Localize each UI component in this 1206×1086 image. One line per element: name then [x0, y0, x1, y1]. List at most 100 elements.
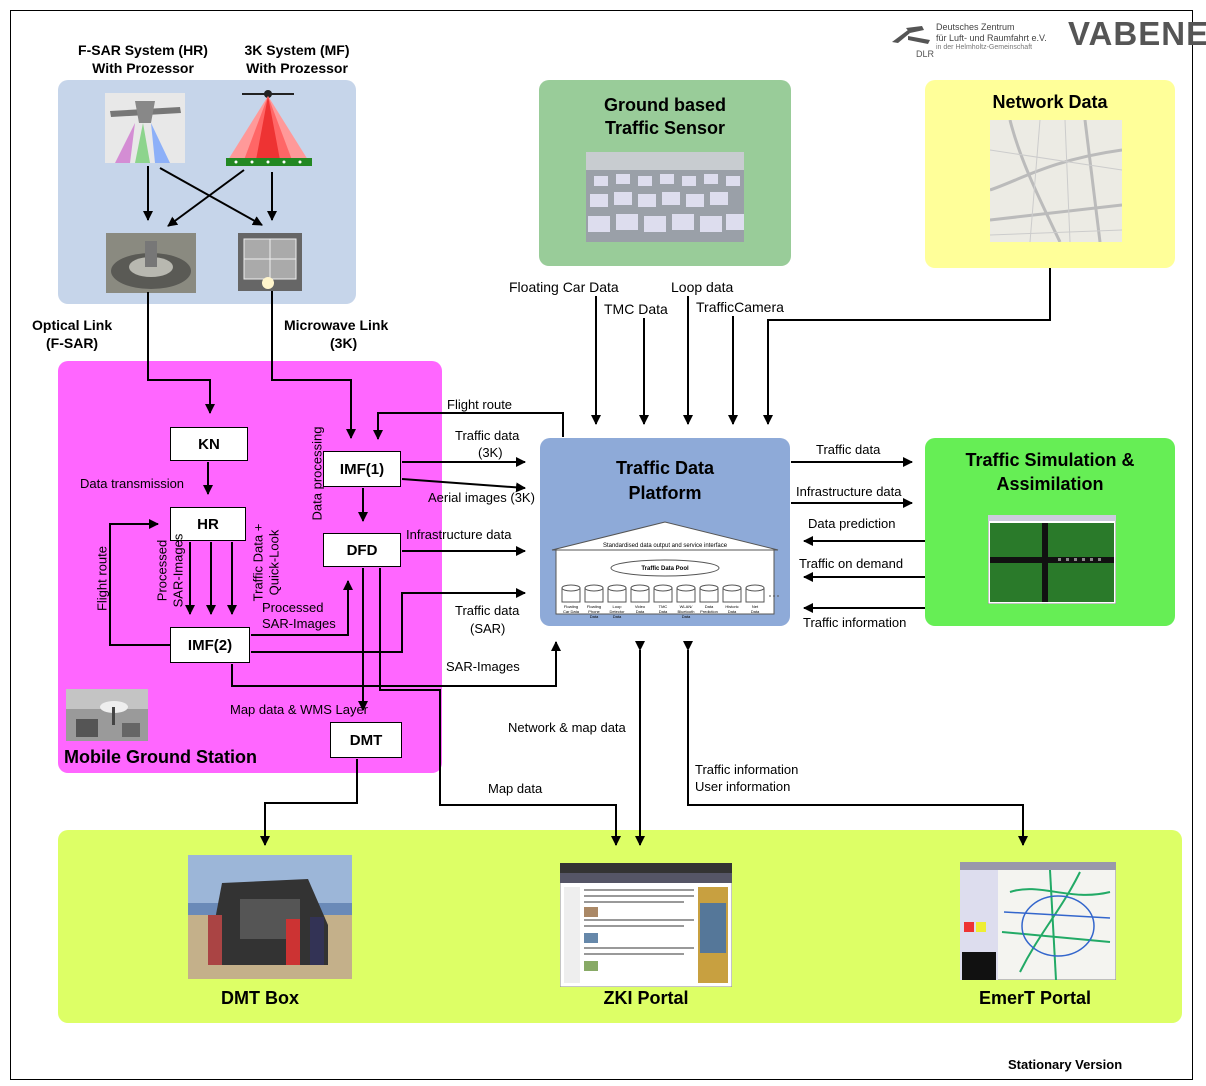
traffic-quicklook-line2: Quick-Look: [266, 529, 282, 596]
user-information-label: User information: [695, 779, 791, 794]
fsar-title-line2: With Prozessor: [92, 60, 194, 76]
cylinder-cap: [607, 584, 627, 592]
traffic-jam-photo: [586, 152, 744, 242]
cylinder-cap: [722, 584, 742, 592]
cylinder-label: Data: [636, 609, 645, 614]
traffic-3k-line2: (3K): [478, 445, 503, 460]
cylinder-label: TMC: [659, 604, 668, 609]
cylinder-label: Data: [659, 609, 668, 614]
network-map-image: [990, 120, 1122, 242]
infrastructure-data-label: Infrastructure data: [406, 527, 512, 542]
traffic-3k-line1: Traffic data: [455, 428, 520, 443]
cylinder-label: Video: [635, 604, 646, 609]
optical-link-line2: (F-SAR): [46, 335, 99, 351]
cylinder-label: Net: [752, 604, 759, 609]
cylinder-cap: [699, 584, 719, 592]
optical-link-line1: Optical Link: [32, 317, 113, 333]
loop-data-label: Loop data: [671, 279, 734, 295]
processed-sar-vertical-line2: SAR-Images: [170, 533, 186, 608]
cylinder-cap: [653, 584, 673, 592]
network-data-title: Network Data: [992, 92, 1108, 112]
traffic-sar-line1: Traffic data: [455, 603, 520, 618]
ground-station-photo: [66, 689, 148, 741]
traffic-camera-label: TrafficCamera: [696, 299, 784, 315]
processed-sar-vertical-line1: Processed: [154, 539, 170, 602]
dlr-name-line2: für Luft- und Raumfahrt e.V.: [936, 33, 1047, 43]
microwave-link-line2: (3K): [330, 335, 358, 351]
tmc-data-label: TMC Data: [604, 301, 668, 317]
dlr-logo: DLR: [892, 26, 935, 58]
traffic-information-label: Traffic information: [695, 762, 799, 777]
aerial-images-label: Aerial images (3K): [428, 490, 535, 505]
simulation-screenshot: [988, 515, 1116, 604]
mobile-ground-station-title: Mobile Ground Station: [64, 747, 257, 767]
imf1-node: IMF(1): [323, 451, 401, 487]
flight-route-vertical-label: Flight route: [94, 545, 110, 612]
data-transmission-label: Data transmission: [80, 476, 185, 491]
cylinder-label: Historic: [725, 604, 738, 609]
sim-prediction-label: Data prediction: [808, 516, 896, 531]
cylinder-label: Data: [751, 609, 760, 614]
dmt-box-photo: [188, 855, 352, 979]
platform-title-line2: Platform: [628, 483, 702, 503]
microwave-receiver-image: [238, 233, 302, 291]
cylinder-cap: [561, 584, 581, 592]
k3-camera-system-image: [226, 90, 312, 166]
dmt-box-title: DMT Box: [221, 988, 299, 1008]
platform-title-line1: Traffic Data: [615, 458, 715, 478]
vabene-logo: VABENE: [1068, 15, 1206, 52]
cylinder-label: Data: [613, 614, 622, 619]
sim-on-demand-label: Traffic on demand: [799, 556, 904, 571]
traffic-sar-line2: (SAR): [470, 621, 506, 636]
cylinder-label: Data: [590, 614, 599, 619]
floating-car-data-label: Floating Car Data: [509, 279, 619, 295]
dlr-name-line3: in der Helmholtz-Gemeinschaft: [936, 44, 1033, 51]
svg-text:DLR: DLR: [916, 49, 935, 58]
traffic-quicklook-line1: Traffic Data +: [250, 523, 266, 602]
cylinder-cap: [584, 584, 604, 592]
ground-sensor-title-line2: Traffic Sensor: [604, 118, 726, 138]
emert-portal-title: EmerT Portal: [978, 988, 1092, 1008]
flight-route-label: Flight route: [447, 397, 513, 412]
microwave-link-line1: Microwave Link: [284, 317, 389, 333]
cylinder-label: Detector: [609, 609, 625, 614]
cylinder-label: WLAN/: [680, 604, 694, 609]
emert-portal-screenshot: [960, 862, 1116, 980]
k3-title-line1: 3K System (MF): [244, 42, 350, 58]
ground-sensor-title-line1: Ground based: [603, 95, 726, 115]
sim-traffic-info-label: Traffic information: [803, 615, 907, 630]
sim-traffic-data-label: Traffic data: [816, 442, 881, 457]
cylinder-label: Bluetooth: [678, 609, 695, 614]
optical-receiver-image: [106, 233, 196, 293]
simulation-title-line1: Traffic Simulation &: [965, 450, 1135, 470]
hr-node: HR: [170, 507, 246, 541]
cylinder-label: Car Data: [563, 609, 580, 614]
simulation-title-line2: Assimilation: [996, 474, 1104, 494]
zki-portal-screenshot: [560, 863, 732, 987]
zki-portal-title: ZKI Portal: [603, 988, 689, 1008]
cylinder-label: Data: [728, 609, 737, 614]
imf2-node: IMF(2): [170, 627, 250, 663]
cylinder-label: Data: [705, 604, 714, 609]
cylinder-label: Data: [682, 614, 691, 619]
cylinder-cap: [745, 584, 765, 592]
sim-infrastructure-label: Infrastructure data: [796, 484, 902, 499]
kn-node: KN: [170, 427, 248, 461]
cylinder-cap: [630, 584, 650, 592]
data-processing-label: Data processing: [309, 426, 325, 521]
map-data-label: Map data: [488, 781, 543, 796]
map-wms-label: Map data & WMS Layer: [230, 702, 368, 717]
cylinder-cap: [676, 584, 696, 592]
sar-images-label: SAR-Images: [446, 659, 520, 674]
traffic-data-pool-diagram: Standardised data output and service int…: [551, 521, 779, 619]
pool-label: Traffic Data Pool: [641, 566, 689, 572]
dfd-node: DFD: [323, 533, 401, 567]
network-map-data-label: Network & map data: [508, 720, 626, 735]
fsar-aircraft-image: [105, 93, 185, 163]
